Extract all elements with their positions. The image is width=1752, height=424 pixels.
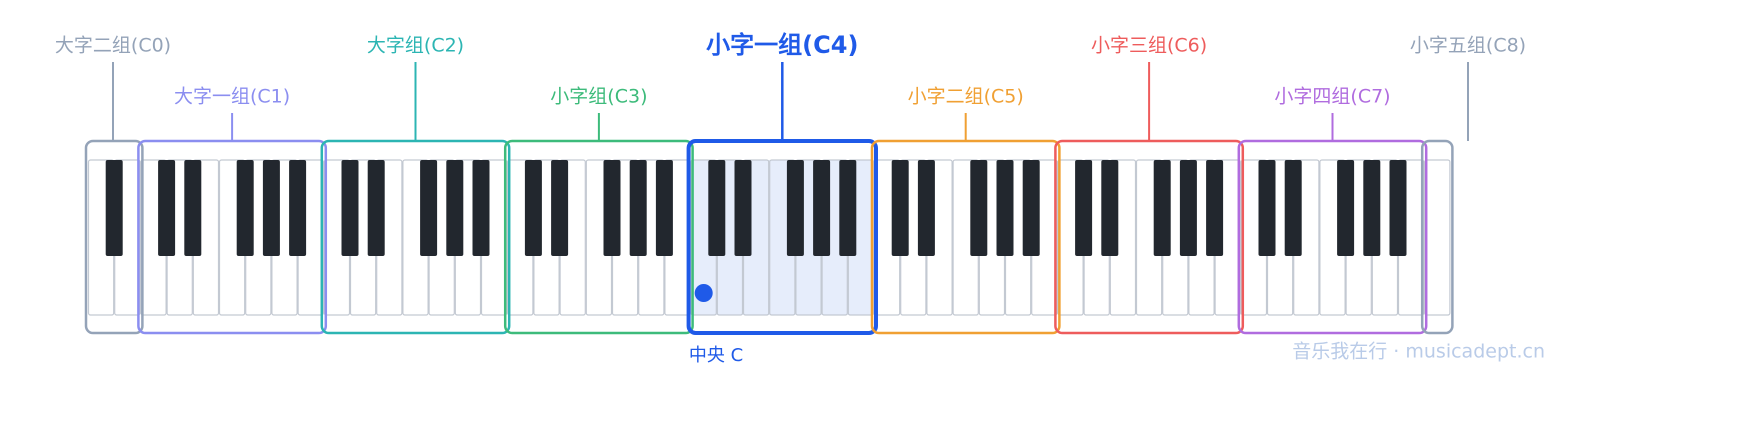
octave-label: 小字组(C3) [550, 86, 647, 108]
black-key[interactable] [105, 160, 123, 256]
black-key[interactable] [524, 160, 542, 256]
octave-label: 大字组(C2) [367, 35, 464, 57]
black-key[interactable] [603, 160, 621, 256]
octave-label: 小字二组(C5) [908, 86, 1024, 108]
black-key[interactable] [1075, 160, 1093, 256]
octave-label: 大字一组(C1) [174, 86, 290, 108]
black-key[interactable] [629, 160, 647, 256]
octave-label: 小字一组(C4) [706, 31, 858, 59]
octave-frame [1420, 139, 1454, 335]
black-key[interactable] [1363, 160, 1381, 256]
black-key[interactable] [734, 160, 752, 256]
white-key[interactable] [1424, 159, 1451, 316]
black-key[interactable] [655, 160, 673, 256]
black-key[interactable] [472, 160, 490, 256]
black-key[interactable] [1284, 160, 1302, 256]
black-key[interactable] [420, 160, 438, 256]
black-key[interactable] [891, 160, 909, 256]
watermark-text: 音乐我在行 · musicadept.cn [1292, 341, 1545, 363]
black-key[interactable] [289, 160, 307, 256]
black-key[interactable] [708, 160, 726, 256]
octave-label: 大字二组(C0) [55, 35, 171, 57]
black-key[interactable] [1153, 160, 1171, 256]
black-key[interactable] [786, 160, 804, 256]
black-key[interactable] [813, 160, 831, 256]
octave-label: 小字五组(C8) [1410, 35, 1526, 57]
black-key[interactable] [996, 160, 1014, 256]
black-key[interactable] [551, 160, 569, 256]
octave-label: 小字三组(C6) [1091, 35, 1207, 57]
middle-c-marker [694, 284, 713, 302]
octave-label: 小字四组(C7) [1274, 86, 1390, 108]
black-key[interactable] [1101, 160, 1119, 256]
black-key[interactable] [1022, 160, 1040, 256]
middle-c-label: 中央 C [689, 345, 743, 366]
black-key[interactable] [970, 160, 988, 256]
black-key[interactable] [367, 160, 385, 256]
black-key[interactable] [1179, 160, 1197, 256]
black-key[interactable] [158, 160, 176, 256]
black-key[interactable] [184, 160, 202, 256]
black-key[interactable] [341, 160, 359, 256]
black-key[interactable] [446, 160, 464, 256]
black-key[interactable] [1337, 160, 1355, 256]
black-key[interactable] [1206, 160, 1224, 256]
black-key[interactable] [1389, 160, 1407, 256]
black-key[interactable] [839, 160, 857, 256]
octave-frame [84, 139, 144, 335]
black-key[interactable] [236, 160, 254, 256]
black-key[interactable] [917, 160, 935, 256]
black-key[interactable] [262, 160, 280, 256]
black-key[interactable] [1258, 160, 1276, 256]
